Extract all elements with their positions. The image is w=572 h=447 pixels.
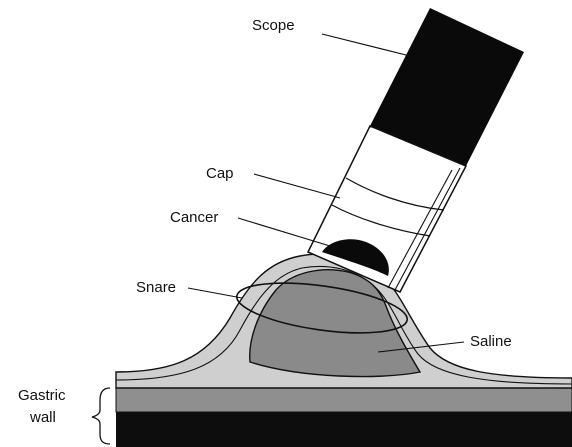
gastric-wall-label-line1: Gastric — [18, 387, 66, 404]
cap-label: Cap — [206, 165, 234, 182]
cap-leader-line — [254, 174, 340, 198]
snare-leader-line — [188, 288, 242, 298]
gastric-wall-outer-band — [116, 412, 572, 447]
snare-label: Snare — [136, 279, 176, 296]
scope-leader-line — [322, 34, 410, 56]
cancer-label: Cancer — [170, 209, 218, 226]
gastric-wall-label-line2: wall — [29, 409, 56, 426]
gastric-wall-bracket — [92, 388, 110, 444]
gastric-wall-muscle-band — [116, 388, 572, 412]
scope-label: Scope — [252, 17, 295, 34]
saline-label: Saline — [470, 333, 512, 350]
cancer-leader-line — [238, 218, 330, 246]
